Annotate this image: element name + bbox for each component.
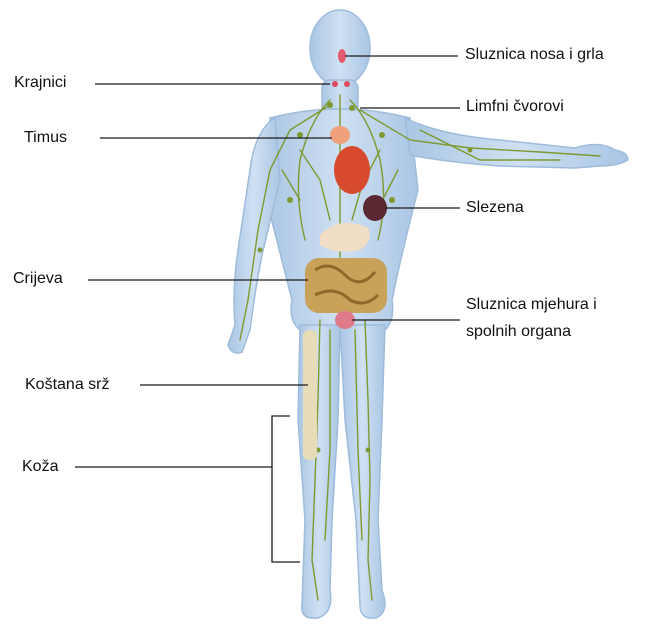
label-koza: Koža [22,457,58,477]
nose-mucosa-organ [338,49,346,63]
label-sluznica-mjehura-2: spolnih organa [466,322,571,342]
tonsil-organ [332,81,338,87]
label-sluznica-nosa: Sluznica nosa i grla [465,45,604,65]
label-limfni-cvorovi: Limfni čvorovi [466,97,564,117]
label-timus: Timus [24,128,67,148]
label-kostana-srz: Koštana srž [25,375,109,395]
heart-organ [334,146,370,194]
intestines-organ [305,258,387,313]
spleen-organ [363,195,387,221]
label-crijeva: Crijeva [13,269,63,289]
label-sluznica-mjehura-1: Sluznica mjehura i [466,295,597,315]
thymus-organ [330,126,350,144]
bone-marrow-organ [303,330,317,460]
label-slezena: Slezena [466,198,524,218]
label-krajnici: Krajnici [14,73,66,93]
